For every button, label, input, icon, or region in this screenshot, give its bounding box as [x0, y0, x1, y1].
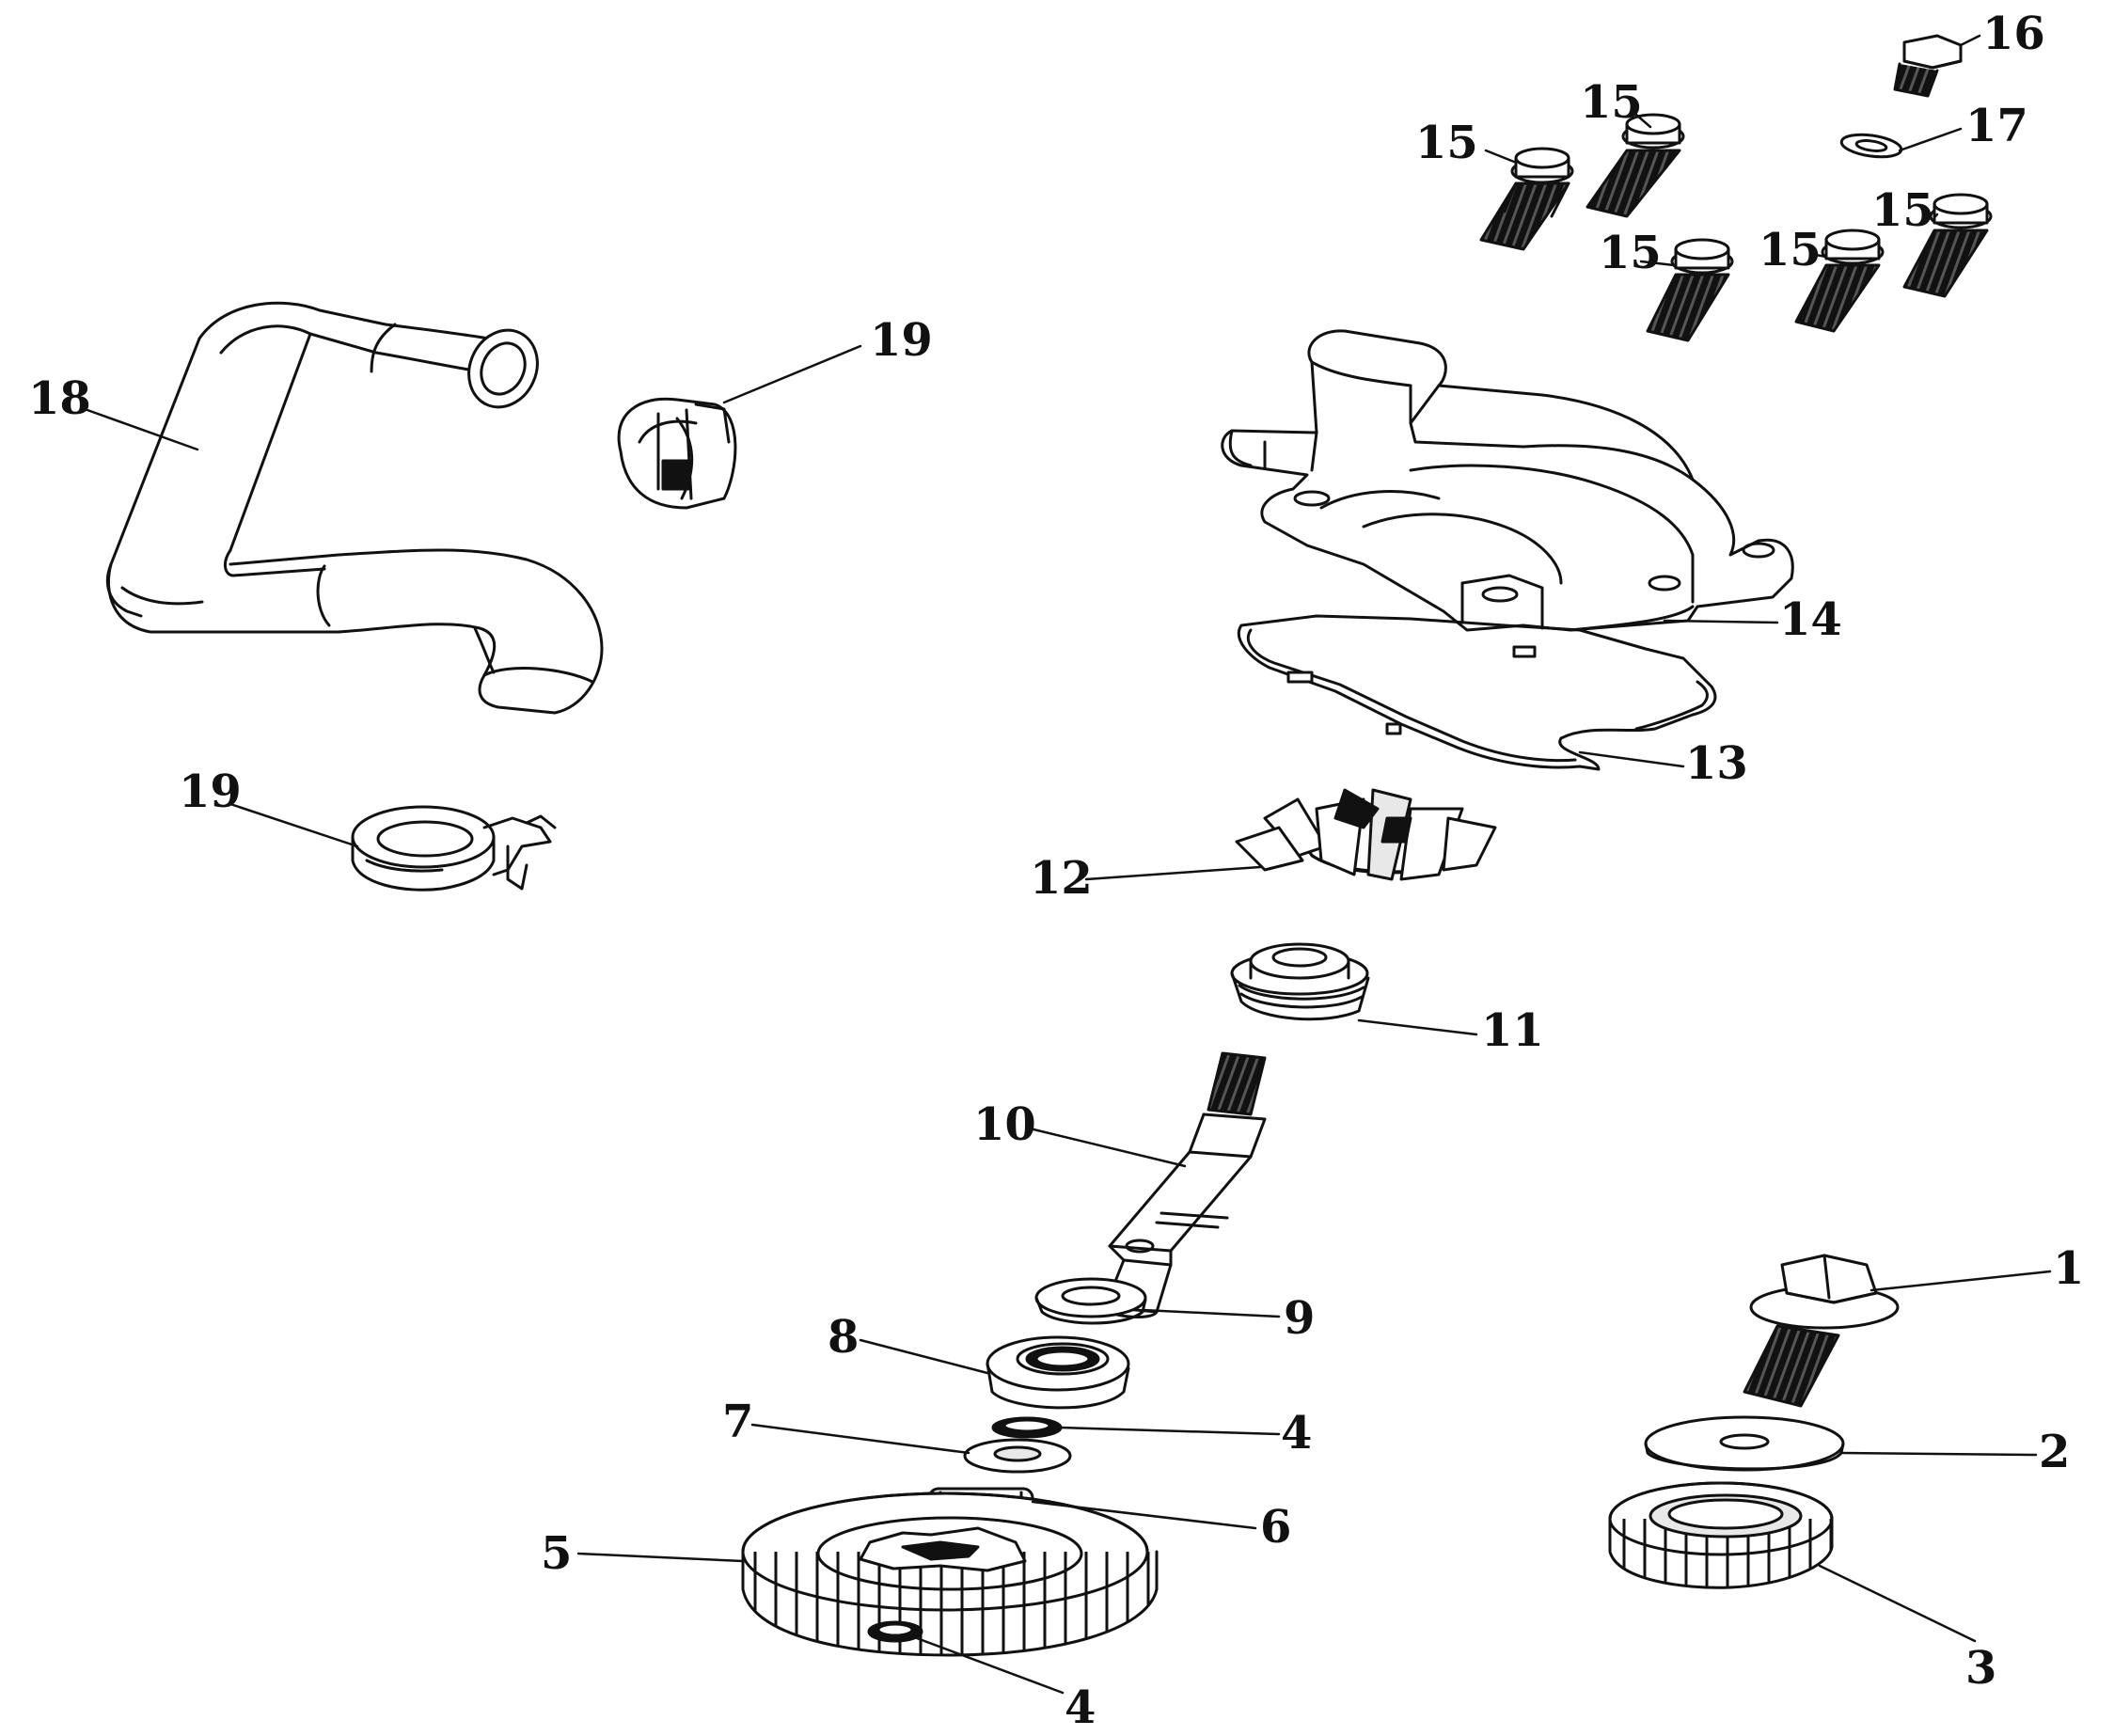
- callout-19-lower: 19: [179, 765, 242, 818]
- impeller-part-12: [1237, 790, 1495, 879]
- callout-12: 12: [1030, 852, 1093, 905]
- hose-part-18: [107, 303, 602, 713]
- pump-shaft-part-10: [1105, 1053, 1265, 1317]
- callout-5: 5: [541, 1527, 572, 1580]
- bolt-part-15-d: [1796, 230, 1883, 331]
- bolt-part-15-c: [1648, 240, 1732, 340]
- callout-labels: 16 17 15 15 15 15 15 19 18 19 14 13 12 1…: [28, 8, 2084, 1734]
- callout-15-b: 15: [1580, 76, 1643, 129]
- callout-17: 17: [1965, 100, 2028, 152]
- callout-18: 18: [28, 372, 91, 425]
- callout-4-lower: 4: [1065, 1681, 1096, 1731]
- mechanical-seal-part-11: [1232, 944, 1368, 1019]
- bolt-part-15-b: [1587, 115, 1683, 216]
- callout-13: 13: [1685, 737, 1748, 790]
- callout-19-upper: 19: [870, 314, 933, 367]
- bolt-part-15-a: [1481, 149, 1572, 249]
- callout-15-a: 15: [1415, 117, 1478, 169]
- hose-clamp-part-19-lower: [353, 807, 555, 890]
- washer-part-7: [965, 1440, 1070, 1472]
- callout-2: 2: [2039, 1426, 2070, 1478]
- callout-15-e: 15: [1871, 184, 1934, 237]
- callout-10: 10: [973, 1098, 1036, 1151]
- leader-lines: [83, 34, 2052, 1695]
- callout-9: 9: [1284, 1292, 1315, 1345]
- callout-15-d: 15: [1759, 224, 1822, 276]
- bearing-part-8: [987, 1337, 1128, 1408]
- callout-8: 8: [828, 1311, 859, 1364]
- circlip-part-4-upper: [993, 1418, 1061, 1437]
- flange-bolt-part-1: [1744, 1255, 1898, 1406]
- bolt-part-16: [1895, 36, 1961, 96]
- callout-11: 11: [1481, 1004, 1544, 1057]
- callout-6: 6: [1260, 1501, 1291, 1554]
- callout-7: 7: [722, 1396, 753, 1448]
- washer-part-17: [1840, 132, 1902, 161]
- callout-14: 14: [1779, 593, 1842, 646]
- callout-3: 3: [1965, 1642, 1996, 1695]
- circlip-part-4-lower: [869, 1622, 922, 1641]
- pump-gear-part-5: [743, 1493, 1157, 1655]
- hose-clamp-part-19-upper: [619, 399, 735, 508]
- callout-16: 16: [1982, 8, 2045, 60]
- gasket-part-13: [1238, 616, 1715, 769]
- bolt-part-15-e: [1904, 195, 1991, 296]
- pump-cover-part-14: [1223, 331, 1792, 630]
- washer-part-2: [1646, 1417, 1843, 1470]
- drive-gear-part-3: [1610, 1483, 1832, 1587]
- callout-4-upper: 4: [1281, 1407, 1312, 1460]
- callout-1: 1: [2053, 1242, 2084, 1295]
- callout-15-c: 15: [1599, 227, 1662, 279]
- oil-seal-part-9: [1036, 1279, 1145, 1323]
